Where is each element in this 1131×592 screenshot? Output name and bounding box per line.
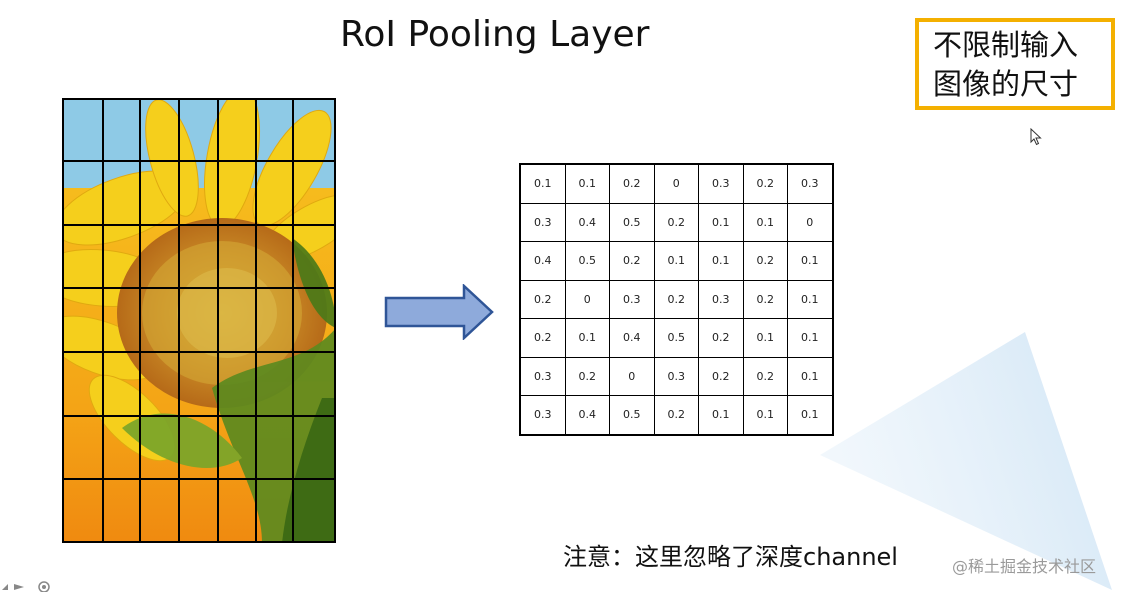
matrix-cell: 0.1 (787, 395, 833, 435)
matrix-cell: 0.1 (698, 241, 744, 281)
matrix-cell: 0.2 (698, 318, 744, 358)
matrix-cell: 0.1 (787, 318, 833, 358)
slide-title: RoI Pooling Layer (340, 14, 650, 55)
matrix-cell: 0 (609, 356, 655, 396)
matrix-cell: 0.3 (698, 279, 744, 319)
matrix-cell: 0.2 (519, 318, 566, 358)
matrix-cell: 0.4 (519, 241, 566, 281)
right-arrow-icon (384, 284, 494, 340)
matrix-cell: 0.1 (564, 163, 610, 204)
matrix-cell: 0.2 (742, 163, 788, 204)
matrix-cell: 0.5 (609, 395, 655, 435)
matrix-cell: 0.2 (609, 241, 655, 281)
matrix-cell: 0.1 (564, 318, 610, 358)
matrix-cell: 0.2 (742, 279, 788, 319)
matrix-cell: 0.2 (742, 241, 788, 281)
note-line-1: 不限制输入 (933, 28, 1079, 62)
matrix-cell: 0.5 (609, 202, 655, 242)
matrix-cell: 0.1 (742, 395, 788, 435)
matrix-cell: 0.2 (609, 163, 655, 204)
matrix-cell: 0.5 (653, 318, 699, 358)
matrix-cell: 0.2 (653, 279, 699, 319)
matrix-cell: 0.2 (653, 202, 699, 242)
matrix-cell: 0.1 (742, 202, 788, 242)
matrix-cell: 0.1 (787, 356, 833, 396)
matrix-cell: 0.1 (742, 318, 788, 358)
sunflower-image-grid (62, 98, 336, 543)
matrix-cell: 0.2 (564, 356, 610, 396)
matrix-cell: 0.3 (519, 356, 566, 396)
matrix-cell: 0.4 (564, 202, 610, 242)
matrix-cell: 0.3 (653, 356, 699, 396)
note-box: 不限制输入 图像的尺寸 (915, 18, 1115, 110)
note-line-2: 图像的尺寸 (933, 67, 1079, 101)
matrix-cell: 0.1 (787, 279, 833, 319)
matrix-cell: 0.2 (742, 356, 788, 396)
matrix-cell: 0 (653, 163, 699, 204)
matrix-cell: 0.5 (564, 241, 610, 281)
matrix-cell: 0.1 (698, 202, 744, 242)
matrix-cell: 0.2 (698, 356, 744, 396)
matrix-cell: 0 (787, 202, 833, 242)
matrix-cell: 0.3 (519, 395, 566, 435)
matrix-cell: 0.3 (609, 279, 655, 319)
matrix-cell: 0.2 (653, 395, 699, 435)
matrix-cell: 0 (564, 279, 610, 319)
prev-slide-icon (2, 584, 8, 590)
matrix-cell: 0.3 (787, 163, 833, 204)
mouse-cursor-icon (1030, 128, 1042, 146)
matrix-cell: 0.1 (653, 241, 699, 281)
matrix-cell: 0.1 (519, 163, 566, 204)
matrix-cell: 0.2 (519, 279, 566, 319)
sunflower-photo (62, 98, 336, 543)
watermark: @稀土掘金技术社区 (952, 557, 1097, 576)
slide-player-controls[interactable] (0, 578, 60, 592)
matrix-cell: 0.3 (698, 163, 744, 204)
record-icon (38, 581, 50, 592)
matrix-cell: 0.1 (698, 395, 744, 435)
matrix-cell: 0.4 (609, 318, 655, 358)
matrix-cell: 0.1 (787, 241, 833, 281)
play-icon (14, 584, 24, 590)
matrix-cell: 0.3 (519, 202, 566, 242)
matrix-cell: 0.4 (564, 395, 610, 435)
footnote: 注意：这里忽略了深度channel (563, 543, 898, 571)
